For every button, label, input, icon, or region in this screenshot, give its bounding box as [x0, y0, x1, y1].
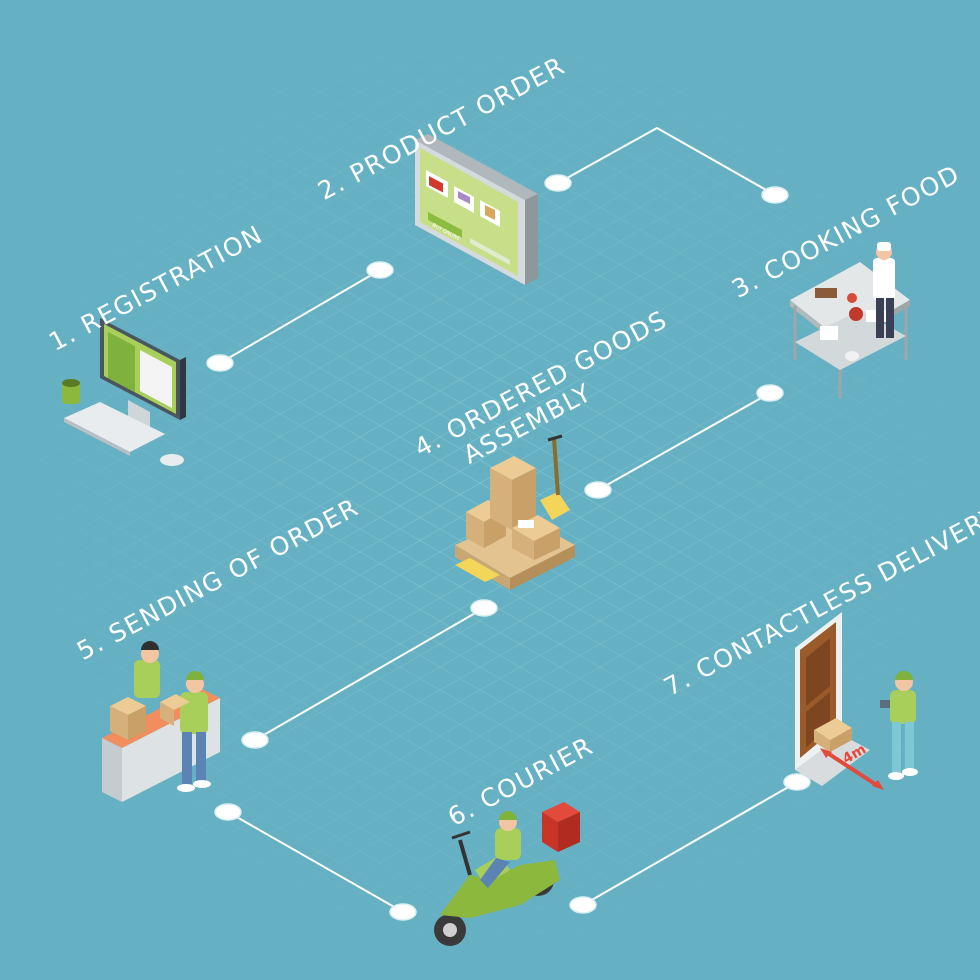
node	[367, 262, 393, 278]
node	[471, 600, 497, 616]
node	[762, 187, 788, 203]
node	[585, 482, 611, 498]
node	[207, 355, 233, 371]
node	[215, 804, 241, 820]
node	[757, 385, 783, 401]
node	[570, 897, 596, 913]
node	[390, 904, 416, 920]
node	[242, 732, 268, 748]
node	[545, 175, 571, 191]
